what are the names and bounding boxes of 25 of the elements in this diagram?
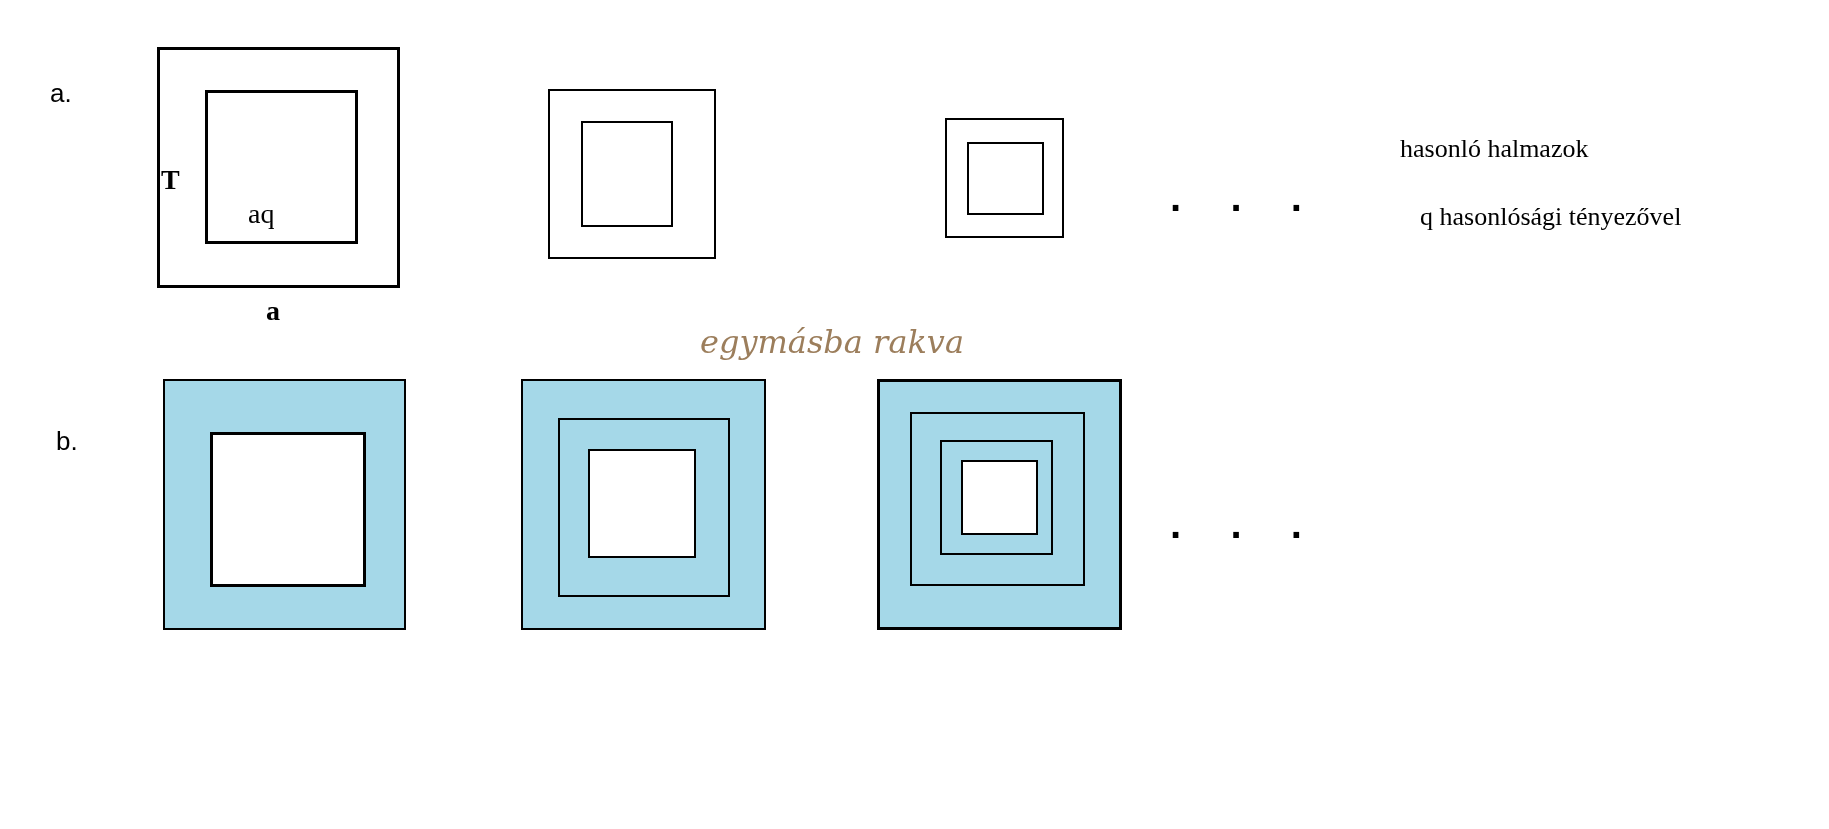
side-label: a [266, 297, 280, 325]
inner-square [205, 90, 358, 244]
inner-square [588, 449, 696, 558]
shaded-square [163, 379, 406, 630]
description-text: hasonló halmazok [1400, 136, 1589, 162]
row-label: a. [50, 80, 72, 106]
side-label: aq [248, 200, 275, 228]
shaded-square [558, 418, 730, 597]
shaded-square [521, 379, 766, 630]
side-label: T [161, 166, 180, 194]
outer-square [157, 47, 400, 288]
outer-square [548, 89, 716, 259]
shaded-square [910, 412, 1085, 586]
inner-square [967, 142, 1044, 215]
ellipsis-dots: · · · [1170, 515, 1323, 555]
inner-square [210, 432, 366, 587]
outer-square [945, 118, 1064, 238]
description-text: q hasonlósági tényezővel [1420, 204, 1682, 230]
row-label: b. [56, 428, 78, 454]
shaded-square [940, 440, 1053, 555]
ellipsis-dots: · · · [1170, 188, 1323, 228]
inner-square [581, 121, 673, 227]
handwritten-caption: egymásba rakva [700, 326, 964, 358]
inner-square [961, 460, 1038, 535]
shaded-square [877, 379, 1122, 630]
